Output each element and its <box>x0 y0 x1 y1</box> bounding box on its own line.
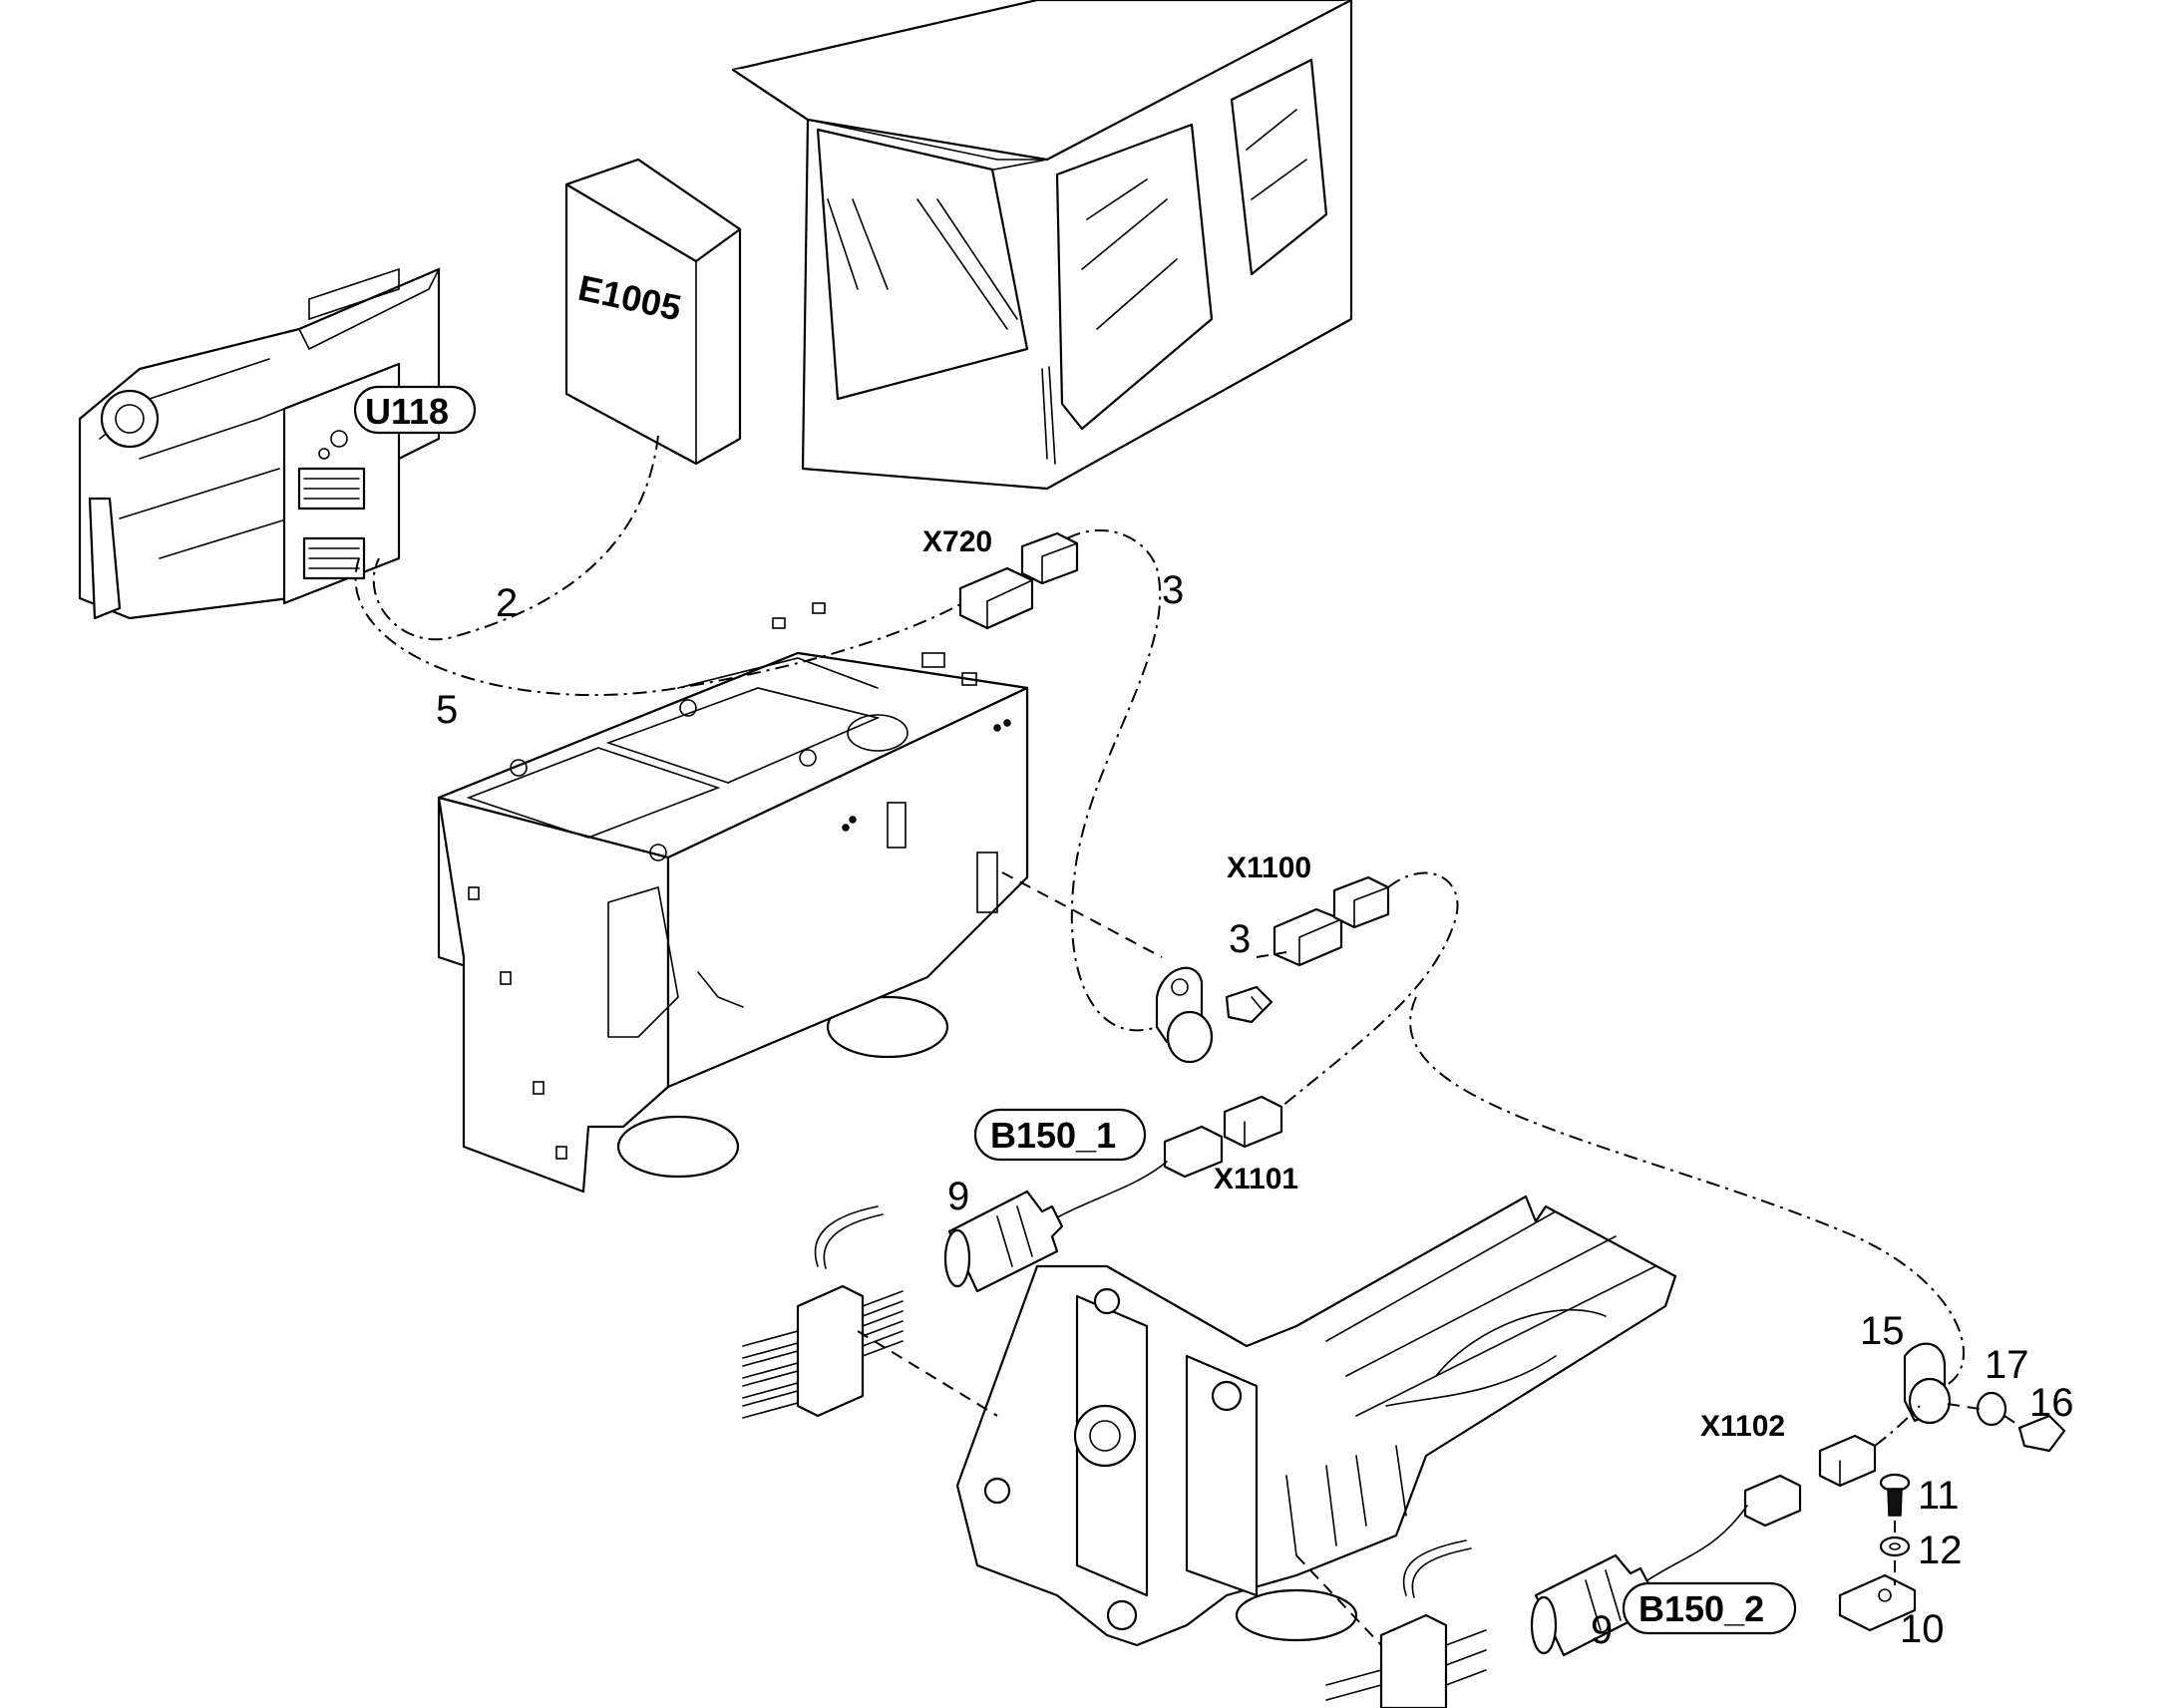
callout-10: 10 <box>1900 1607 1945 1651</box>
connector-x720 <box>958 531 1079 630</box>
e1005-box: E1005 <box>564 158 742 466</box>
b150-2-tag <box>1622 1581 1797 1635</box>
u118-label: U118 <box>365 391 449 432</box>
cab <box>731 0 1353 491</box>
clamp-bracket <box>1155 966 1273 1064</box>
callout-3-lower: 3 <box>1229 917 1251 961</box>
u118-control-module: U118 <box>78 267 477 620</box>
callout-15: 15 <box>1860 1309 1905 1353</box>
valve-block-lower <box>1325 1539 1487 1708</box>
swing-arm <box>955 1195 1677 1647</box>
callout-2: 2 <box>496 581 518 625</box>
sensor-b150-2 <box>1530 1505 1748 1657</box>
harness-lines <box>354 435 2023 1646</box>
b150-2-label: B150_2 <box>1638 1588 1764 1629</box>
connector-x1100 <box>1272 875 1390 967</box>
callout-12: 12 <box>1918 1529 1963 1572</box>
x720-label: X720 <box>922 525 992 558</box>
x1100-label: X1100 <box>1227 852 1311 884</box>
main-frame <box>437 602 1029 1194</box>
u118-tag <box>353 385 477 435</box>
b150-1-label: B150_1 <box>990 1115 1116 1156</box>
b150-1-tag <box>973 1108 1147 1162</box>
callout-11: 11 <box>1918 1474 1960 1518</box>
x1102-label: X1102 <box>1700 1410 1785 1443</box>
sensor-b150-1 <box>943 1161 1168 1293</box>
callout-16: 16 <box>2029 1381 2074 1425</box>
callout-5: 5 <box>436 688 458 732</box>
connector-x1102 <box>1743 1434 1877 1528</box>
callout-9-lower: 9 <box>1591 1608 1613 1652</box>
callout-3-upper: 3 <box>1162 568 1184 612</box>
callout-9-upper: 9 <box>947 1175 969 1218</box>
fastener-set <box>1838 1473 1917 1632</box>
bracket-15 <box>1903 1342 2066 1453</box>
x1101-label: X1101 <box>1214 1163 1298 1196</box>
callout-17: 17 <box>1985 1343 2029 1387</box>
connector-x1101 <box>1163 1095 1283 1179</box>
valve-block-upper <box>742 1205 904 1419</box>
